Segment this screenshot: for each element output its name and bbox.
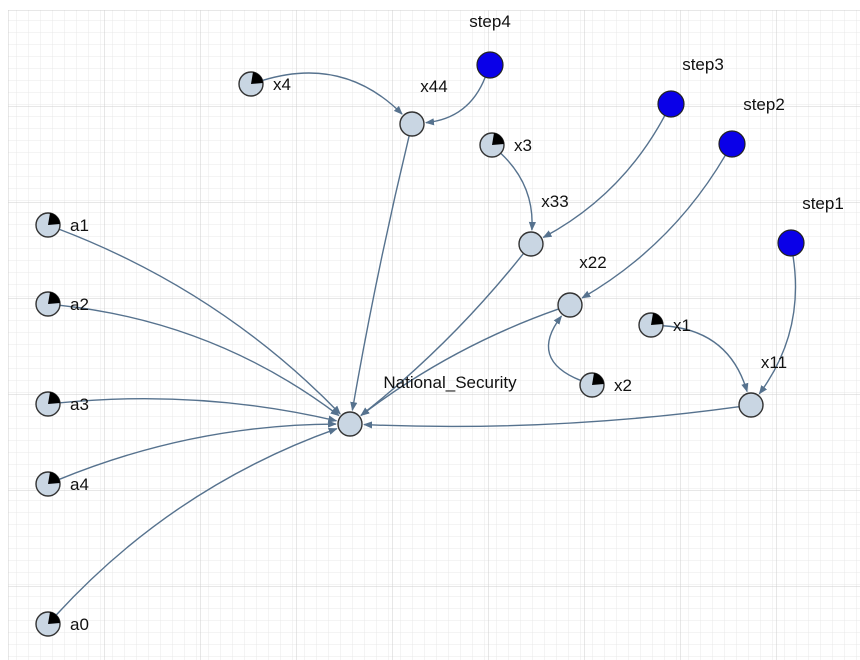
- nodes-layer: step4 step3 step2 step1 x4 x44 x3 x33 x22 x2 x1 x11…: [35, 12, 844, 637]
- node-x3[interactable]: x3: [479, 132, 532, 158]
- edge-a3-to-national-security[interactable]: [59, 397, 338, 423]
- edge-a0-to-national-security[interactable]: [55, 428, 338, 616]
- edge-x22-to-national-security[interactable]: [360, 308, 559, 417]
- edge-step2-to-x22[interactable]: [581, 154, 727, 299]
- node-a3[interactable]: a3: [35, 391, 89, 417]
- grid-background: [8, 10, 860, 660]
- node-a2[interactable]: a2: [35, 291, 89, 317]
- step-node-icon: [777, 229, 805, 257]
- node-label: x33: [541, 192, 568, 211]
- edge-step1-to-x11[interactable]: [758, 255, 797, 395]
- node-x33[interactable]: x33: [518, 192, 569, 257]
- node-label: x4: [273, 75, 291, 94]
- node-x11[interactable]: x11: [738, 353, 787, 418]
- node-national-security[interactable]: National_Security: [337, 373, 517, 437]
- source-wedge-icon: [48, 612, 60, 624]
- node-a1[interactable]: a1: [35, 212, 89, 238]
- chance-node-icon: [738, 392, 764, 418]
- edge-x3-to-x33[interactable]: [500, 152, 537, 231]
- node-label: step1: [802, 194, 844, 213]
- node-label: x1: [673, 316, 691, 335]
- node-label: x3: [514, 136, 532, 155]
- node-label: step4: [469, 12, 511, 31]
- edge-x1-to-x11[interactable]: [662, 325, 749, 393]
- edges-layer: [55, 72, 797, 616]
- edge-a4-to-national-security[interactable]: [58, 420, 337, 481]
- node-step1[interactable]: step1: [777, 194, 844, 257]
- source-wedge-icon: [48, 392, 60, 404]
- node-label: a0: [70, 615, 89, 634]
- source-wedge-icon: [251, 72, 263, 84]
- edge-step4-to-x44[interactable]: [425, 76, 486, 126]
- step-node-icon: [718, 130, 746, 158]
- edge-step3-to-x33[interactable]: [542, 115, 666, 239]
- edge-a2-to-national-security[interactable]: [59, 304, 340, 417]
- edge-a1-to-national-security[interactable]: [58, 228, 341, 415]
- node-x1[interactable]: x1: [638, 312, 691, 338]
- node-x44[interactable]: x44: [399, 77, 448, 137]
- edge-x44-to-national-security[interactable]: [350, 135, 410, 412]
- chance-node-icon: [337, 411, 363, 437]
- step-node-icon: [476, 51, 504, 79]
- node-label: step2: [743, 95, 785, 114]
- chance-node-icon: [518, 231, 544, 257]
- chance-node-icon: [557, 292, 583, 318]
- node-label: step3: [682, 55, 724, 74]
- node-a0[interactable]: a0: [35, 611, 89, 637]
- node-label: a3: [70, 395, 89, 414]
- step-node-icon: [657, 90, 685, 118]
- node-x4[interactable]: x4: [238, 71, 291, 97]
- edge-x2-to-x22[interactable]: [547, 315, 582, 382]
- node-x2[interactable]: x2: [579, 372, 632, 398]
- edge-x4-to-x44[interactable]: [262, 72, 403, 115]
- node-label: National_Security: [383, 373, 517, 392]
- source-wedge-icon: [651, 313, 663, 325]
- node-label: a1: [70, 216, 89, 235]
- chance-node-icon: [399, 111, 425, 137]
- edge-x33-to-national-security[interactable]: [360, 252, 525, 416]
- node-label: x22: [579, 253, 606, 272]
- edge-x11-to-national-security[interactable]: [363, 405, 740, 429]
- source-wedge-icon: [592, 373, 604, 385]
- node-step2[interactable]: step2: [718, 95, 785, 158]
- node-label: x11: [761, 353, 787, 372]
- source-wedge-icon: [48, 292, 60, 304]
- node-label: a4: [70, 475, 89, 494]
- node-step3[interactable]: step3: [657, 55, 724, 118]
- source-wedge-icon: [48, 213, 60, 225]
- node-label: x44: [420, 77, 447, 96]
- source-wedge-icon: [48, 472, 60, 484]
- node-x22[interactable]: x22: [557, 253, 607, 318]
- source-wedge-icon: [492, 133, 504, 145]
- node-label: x2: [614, 376, 632, 395]
- node-step4[interactable]: step4: [469, 12, 511, 79]
- node-a4[interactable]: a4: [35, 471, 89, 497]
- node-label: a2: [70, 295, 89, 314]
